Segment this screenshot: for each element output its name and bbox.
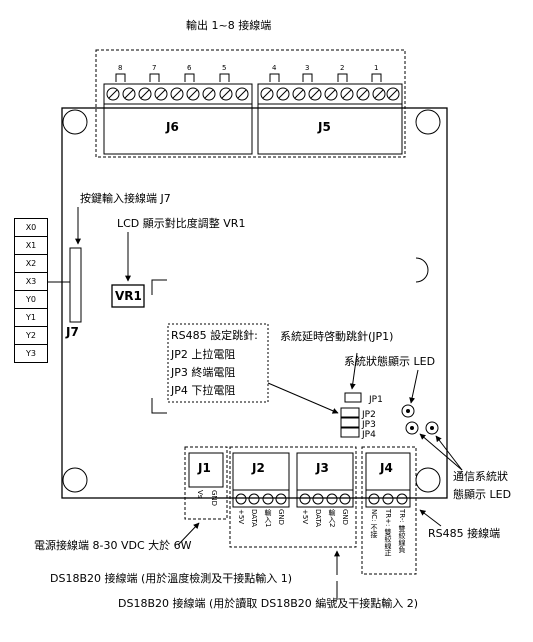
led-status xyxy=(401,404,415,418)
relay-number-5: 5 xyxy=(222,64,227,72)
j1-pin-gnd: GND xyxy=(210,490,218,507)
jp3-description: JP3 終端電阻 xyxy=(171,366,236,379)
j3-pin-gnd: GND xyxy=(341,509,349,526)
comm-led-label-line2: 態顯示 LED xyxy=(453,488,512,501)
connector-j6-label: J6 xyxy=(166,120,179,134)
connector-j6-body xyxy=(103,83,253,155)
mount-hole-tl xyxy=(62,109,88,135)
vr1-label: VR1 xyxy=(115,289,142,303)
jp3-label: JP3 xyxy=(362,420,376,430)
connector-j5-label: J5 xyxy=(318,120,331,134)
j2-pin-data: DATA xyxy=(250,509,258,528)
connector-j5-screws xyxy=(257,83,403,105)
j2-pin-input1: 輸入1 xyxy=(264,509,272,528)
j3-pin-data: DATA xyxy=(314,509,322,528)
jp4-body xyxy=(340,427,360,438)
rs485-terminal-label: RS485 接線端 xyxy=(428,527,501,540)
key-input-label: 按鍵輸入接線端 J7 xyxy=(80,192,171,205)
mount-hole-br xyxy=(415,467,441,493)
connector-j4-body xyxy=(365,452,411,508)
relay-number-1: 1 xyxy=(374,64,379,72)
connector-j2-body xyxy=(232,452,290,508)
j4-pin-nc: NC: 不接 xyxy=(370,509,378,538)
comm-led-label-line1: 通信系統狀 xyxy=(453,470,508,483)
key-input-x3: X3 xyxy=(14,272,48,291)
connector-j3-label: J3 xyxy=(316,461,329,475)
jp1-label: JP1 xyxy=(369,395,383,405)
key-input-y3: Y3 xyxy=(14,344,48,363)
led-comm-1 xyxy=(405,421,419,435)
key-input-y0: Y0 xyxy=(14,290,48,309)
delay-jumper-label: 系統延時啓動跳針(JP1) xyxy=(280,330,394,343)
ds18b20-terminal-2-label: DS18B20 接線端 (用於讀取 DS18B20 編號及干接點輸入 2) xyxy=(118,597,419,610)
outputs-frame xyxy=(95,49,406,158)
key-input-x2: X2 xyxy=(14,254,48,273)
status-led-label: 系統狀態顯示 LED xyxy=(344,355,436,368)
key-input-y1: Y1 xyxy=(14,308,48,327)
connector-j7-label: J7 xyxy=(66,325,79,339)
j2-pin-gnd: GND xyxy=(277,509,285,526)
relay-number-4: 4 xyxy=(272,64,277,72)
mount-hole-tr xyxy=(415,109,441,135)
lcd-contrast-label: LCD 顯示對比度調整 VR1 xyxy=(117,217,246,230)
key-input-x1: X1 xyxy=(14,236,48,255)
jp2-description: JP2 上拉電阻 xyxy=(171,348,236,361)
connector-j3-body xyxy=(296,452,354,508)
key-input-x0: X0 xyxy=(14,218,48,237)
connector-j1-label: J1 xyxy=(198,461,211,475)
jp3-body xyxy=(340,417,360,428)
connector-j6-screws xyxy=(103,83,253,105)
jp1-body xyxy=(344,392,362,403)
jp4-label: JP4 xyxy=(362,430,376,440)
outputs-title: 輸出 1~8 接線端 xyxy=(186,19,272,32)
relay-number-8: 8 xyxy=(118,64,123,72)
relay-number-7: 7 xyxy=(152,64,157,72)
relay-number-2: 2 xyxy=(340,64,345,72)
ds18b20-terminal-1-label: DS18B20 接線端 (用於溫度檢測及干接點輸入 1) xyxy=(50,572,293,585)
j2-pin-5v: +5V xyxy=(237,509,245,525)
connector-j4-label: J4 xyxy=(380,461,393,475)
power-terminal-label: 電源接線端 8-30 VDC 大於 6W xyxy=(34,539,192,552)
j1-pin-vs: Vs xyxy=(196,490,204,499)
key-input-y2: Y2 xyxy=(14,326,48,345)
led-comm-2 xyxy=(425,421,439,435)
jp2-label: JP2 xyxy=(362,410,376,420)
j4-frame xyxy=(361,446,417,575)
connector-j2-label: J2 xyxy=(252,461,265,475)
relay-number-3: 3 xyxy=(305,64,310,72)
j3-pin-input2: 輸入2 xyxy=(328,509,336,528)
relay-number-6: 6 xyxy=(187,64,192,72)
jp4-description: JP4 下拉電阻 xyxy=(171,384,236,397)
jp2-body xyxy=(340,407,360,418)
j1-frame xyxy=(184,446,228,520)
rs485-jumper-title: RS485 設定跳針: xyxy=(171,329,258,342)
connector-j1-body xyxy=(188,452,224,488)
j4-pin-tr-plus: TR+: 雙絞線正 xyxy=(384,509,392,557)
pcb-outline xyxy=(61,107,448,499)
vr1-body xyxy=(111,284,145,308)
j3-pin-5v: +5V xyxy=(301,509,309,525)
j2-j3-frame xyxy=(229,446,357,548)
connector-j7-body xyxy=(69,247,82,323)
rs485-jumper-box xyxy=(167,323,269,403)
j4-pin-tr-minus: TR-: 雙絞線負 xyxy=(398,509,406,553)
mount-hole-bl xyxy=(62,467,88,493)
